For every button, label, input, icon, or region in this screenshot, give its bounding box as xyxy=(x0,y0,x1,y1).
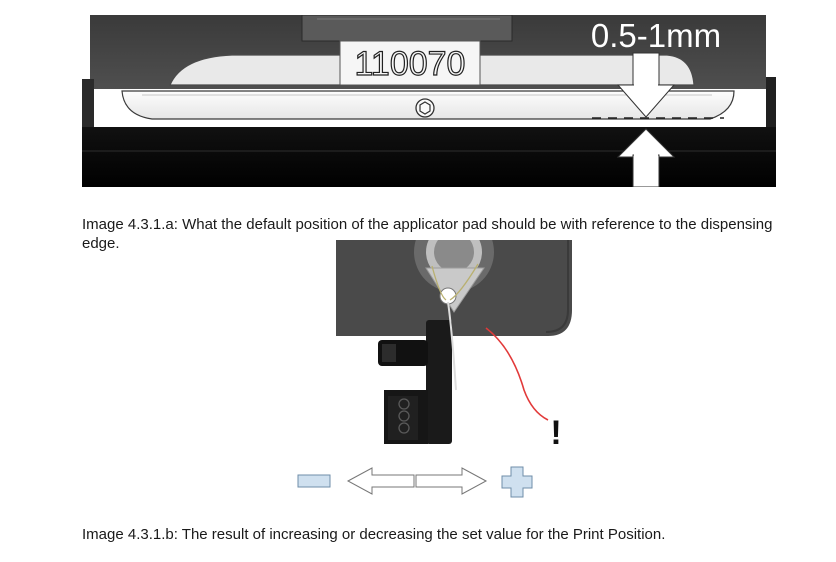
dimension-label: 0.5-1mm xyxy=(591,17,721,54)
print-position-illustration: ! xyxy=(336,212,572,452)
applicator-pad-illustration: 110070 0.5-1mm xyxy=(82,14,776,188)
applicator-pad-block xyxy=(378,320,452,444)
arrow-down-icon xyxy=(616,52,676,118)
plus-sign-icon xyxy=(501,466,533,498)
double-arrow-icon xyxy=(346,467,488,495)
warning-exclamation-icon: ! xyxy=(550,414,561,446)
label-ribbon xyxy=(447,301,457,391)
label-plate xyxy=(339,40,481,86)
adjustment-direction-symbols xyxy=(296,465,536,499)
figure-applicator-pad-position: 110070 0.5-1mm xyxy=(82,14,776,188)
housing-right-edge xyxy=(766,77,776,147)
adjustment-symbols xyxy=(297,466,533,498)
figure-print-position: ! xyxy=(336,212,576,452)
caption-image-a: Image 4.3.1.a: What the default position… xyxy=(82,216,773,252)
part-number: 110070 xyxy=(355,45,466,83)
sensor-circles xyxy=(398,398,410,434)
hex-screw-icon xyxy=(415,98,435,118)
top-bracket xyxy=(301,14,513,42)
minus-sign-icon xyxy=(297,474,331,488)
print-position-curve xyxy=(485,327,549,421)
caption-image-b: Image 4.3.1.b: The result of increasing … xyxy=(82,526,666,543)
